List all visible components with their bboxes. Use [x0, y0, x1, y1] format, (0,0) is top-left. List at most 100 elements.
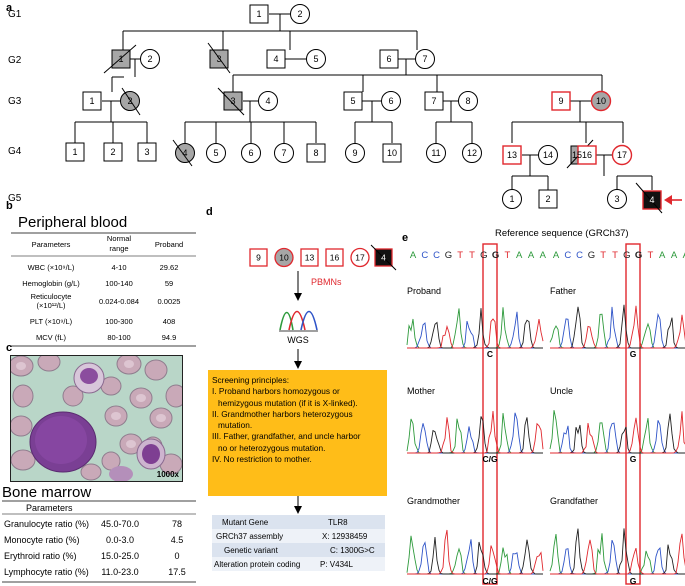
peripheral-blood-table: Parameters Normal range Proband WBC (×10…: [11, 232, 196, 347]
sample-name-mother: Mother: [407, 386, 435, 396]
pedigree-label: 6: [386, 54, 391, 64]
pedigree-label: 2: [297, 9, 302, 19]
chromatogram-trace: [407, 416, 543, 454]
pedigree-g4-5: [206, 143, 226, 163]
base-call-grandmother: C/G: [482, 576, 498, 586]
pb-header-normal-1: Normal: [107, 234, 132, 243]
reference-base: G: [588, 250, 595, 261]
proband-arrow-icon: [664, 195, 682, 205]
bm-row-range: 15.0-25.0: [101, 551, 139, 561]
reference-base: G: [480, 250, 487, 261]
chromatogram-trace: [407, 308, 543, 349]
peripheral-blood-title: Peripheral blood: [18, 214, 128, 231]
base-call-uncle: G: [630, 454, 637, 464]
pedigree-g2-7: [415, 49, 435, 69]
chromatogram-trace: [407, 318, 544, 349]
pedigree-g2-6: [379, 49, 399, 69]
bone-marrow-micrograph: 1000x: [10, 355, 183, 482]
result-row: GRCh37 assembly X: 12938459: [212, 529, 385, 543]
base-call-father: G: [630, 349, 637, 359]
screening-line: II. Grandmother harbors heterozygous: [212, 408, 353, 419]
reference-base: G: [492, 250, 499, 261]
pb-row-range: 80-100: [107, 333, 130, 342]
pb-row-value: 0.0025: [158, 297, 181, 306]
reference-base: A: [516, 250, 523, 261]
pedigree-g3-6: [381, 91, 401, 111]
reference-sequence-title: Reference sequence (GRCh37): [495, 228, 629, 239]
pedigree-g2-4: [266, 49, 286, 69]
bm-row-value: 4.5: [171, 535, 184, 545]
sample-label: 9: [256, 253, 261, 263]
pedigree-g5-4-proband: [642, 190, 662, 210]
pedigree-label: 8: [313, 148, 318, 158]
pedigree-label: 9: [352, 148, 357, 158]
generation-label-g3: G3: [8, 96, 22, 107]
bm-row-value: 0: [174, 551, 179, 561]
pb-row-range: 4-10: [111, 263, 126, 272]
pedigree-label: 5: [213, 148, 218, 158]
bm-row-param: Granulocyte ratio (%): [4, 519, 89, 529]
generation-label-g5: G5: [8, 193, 22, 204]
pb-row-value: 29.62: [160, 263, 179, 272]
pedigree-g3-5: [343, 91, 363, 111]
pedigree-g4-6: [241, 143, 261, 163]
pedigree-label: 10: [596, 96, 606, 106]
generation-label-g2: G2: [8, 55, 22, 66]
pedigree-g4-9: [345, 143, 365, 163]
pedigree-g1-2: [290, 4, 310, 24]
pedigree-g4-7: [274, 143, 294, 163]
pedigree-g4-12: [462, 143, 482, 163]
pedigree-chart: 1 2 1 2 3 4 5 6 7 1 2 3 4 5 6 7 8 9 10 1…: [65, 4, 682, 214]
reference-base: A: [540, 250, 547, 261]
chromatogram-trace: [550, 304, 685, 349]
panel-letter-d: d: [206, 206, 213, 218]
pedigree-label: 4: [273, 54, 278, 64]
wgs-label: WGS: [287, 335, 309, 345]
pedigree-g3-7: [424, 91, 444, 111]
micrograph-image: [11, 356, 182, 481]
reference-base: G: [445, 250, 452, 261]
sample-label: 4: [381, 253, 386, 263]
base-call-proband: C: [487, 349, 493, 359]
chromatogram-trace: [550, 528, 685, 575]
magnification-label: 1000x: [156, 470, 179, 479]
pedigree-g4-14: [538, 145, 558, 165]
pedigree-label: 2: [147, 54, 152, 64]
wgs-peaks-icon: [279, 310, 318, 331]
sample-9: [249, 248, 268, 267]
pedigree-g2-5: [306, 49, 326, 69]
pedigree-label: 2: [545, 194, 550, 204]
reference-base: A: [528, 250, 535, 261]
reference-base: G: [635, 250, 642, 261]
pedigree-label: 2: [127, 96, 132, 106]
pb-row-value: 59: [165, 279, 173, 288]
pedigree-label: 3: [216, 54, 221, 64]
reference-base: C: [564, 250, 571, 261]
generation-label-g4: G4: [8, 146, 22, 157]
pedigree-label: 8: [465, 96, 470, 106]
pedigree-g5-2: [538, 189, 558, 209]
pedigree-label: 15: [572, 150, 582, 160]
pedigree-label: 4: [649, 195, 654, 205]
pedigree-g4-8: [306, 143, 326, 163]
result-value: X: 12938459: [322, 531, 368, 541]
pedigree-label: 17: [617, 150, 627, 160]
pedigree-label: 5: [313, 54, 318, 64]
pedigree-g5-1: [502, 189, 522, 209]
pb-row-param: MCV (fL): [36, 333, 67, 342]
pedigree-label: 1: [509, 194, 514, 204]
screening-line: III. Father, grandfather, and uncle harb…: [212, 431, 361, 442]
pb-row-range: 100-300: [105, 317, 133, 326]
bm-row-value: 78: [172, 519, 182, 529]
sample-10: [274, 247, 294, 268]
pedigree-g1-1: [249, 4, 269, 24]
variant-highlight-left: [482, 243, 498, 585]
panel-letter-c: c: [6, 342, 13, 354]
result-value: P: V434L: [320, 559, 353, 569]
result-key: Alteration protein coding: [214, 559, 301, 569]
pb-header-proband: Proband: [155, 240, 183, 249]
arrow-down-icon: [294, 361, 302, 369]
pedigree-g4-1: [65, 142, 85, 162]
pedigree-label: 4: [265, 96, 270, 106]
sample-name-grandfather: Grandfather: [550, 496, 598, 506]
